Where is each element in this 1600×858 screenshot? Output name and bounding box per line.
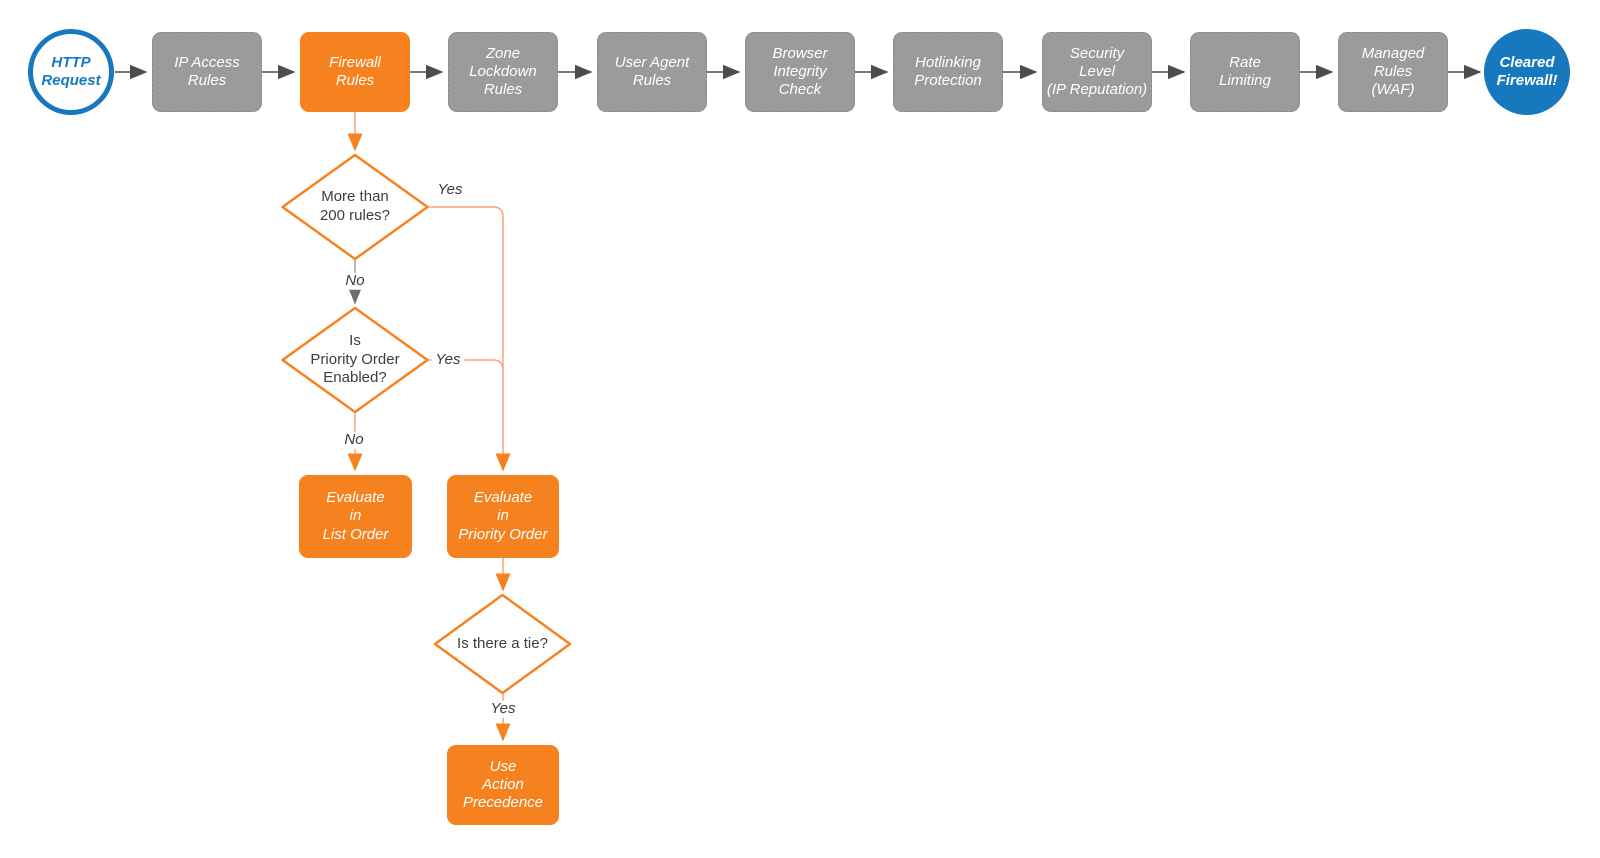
- node-use-action-precedence-label: Use Action Precedence: [462, 757, 544, 812]
- node-security-level: Security Level (IP Reputation): [1042, 32, 1152, 112]
- node-zone-lockdown-rules-label: Zone Lockdown Rules: [469, 44, 537, 99]
- node-managed-rules-waf: Managed Rules (WAF): [1338, 32, 1448, 112]
- edge-label-d2-no: No: [340, 431, 368, 449]
- decision-diamonds: [281, 153, 572, 695]
- node-security-level-label: Security Level (IP Reputation): [1046, 44, 1148, 99]
- edge-label-d1-no: No: [341, 272, 369, 290]
- node-cleared-firewall: Cleared Firewall!: [1484, 29, 1570, 115]
- node-http-request-label: HTTP Request: [41, 53, 101, 89]
- node-rate-limiting-label: Rate Limiting: [1219, 53, 1271, 89]
- edge-d1-yes-to-priority: [427, 206, 511, 472]
- node-ip-access-rules: IP Access Rules: [152, 32, 262, 112]
- node-user-agent-rules: User Agent Rules: [597, 32, 707, 112]
- diamond-more-than-200-rules: [281, 153, 429, 261]
- node-evaluate-priority-order-label: Evaluate in Priority Order: [458, 489, 548, 543]
- edge-label-d2-yes: Yes: [431, 351, 465, 369]
- node-rate-limiting: Rate Limiting: [1190, 32, 1300, 112]
- edge-label-d1-yes: Yes: [433, 181, 467, 199]
- node-cleared-firewall-label: Cleared Firewall!: [1496, 53, 1558, 89]
- node-ip-access-rules-label: IP Access Rules: [174, 53, 240, 89]
- node-browser-integrity-check-label: Browser Integrity Check: [772, 44, 828, 99]
- node-zone-lockdown-rules: Zone Lockdown Rules: [448, 32, 558, 112]
- edge-d2-yes-join: [427, 359, 504, 371]
- node-evaluate-list-order: Evaluate in List Order: [299, 475, 412, 558]
- node-user-agent-rules-label: User Agent Rules: [614, 53, 690, 89]
- node-managed-rules-waf-label: Managed Rules (WAF): [1361, 44, 1425, 99]
- node-http-request: HTTP Request: [28, 29, 114, 115]
- node-use-action-precedence: Use Action Precedence: [447, 745, 559, 825]
- node-firewall-rules-label: Firewall Rules: [329, 53, 381, 89]
- node-firewall-rules: Firewall Rules: [300, 32, 410, 112]
- edge-label-d3-yes: Yes: [486, 700, 520, 718]
- node-hotlinking-protection-label: Hotlinking Protection: [914, 53, 982, 89]
- node-evaluate-priority-order: Evaluate in Priority Order: [447, 475, 559, 558]
- node-evaluate-list-order-label: Evaluate in List Order: [322, 489, 389, 543]
- node-hotlinking-protection: Hotlinking Protection: [893, 32, 1003, 112]
- diamond-priority-order-enabled: [281, 306, 429, 414]
- diamond-is-there-a-tie: [433, 593, 572, 695]
- node-browser-integrity-check: Browser Integrity Check: [745, 32, 855, 112]
